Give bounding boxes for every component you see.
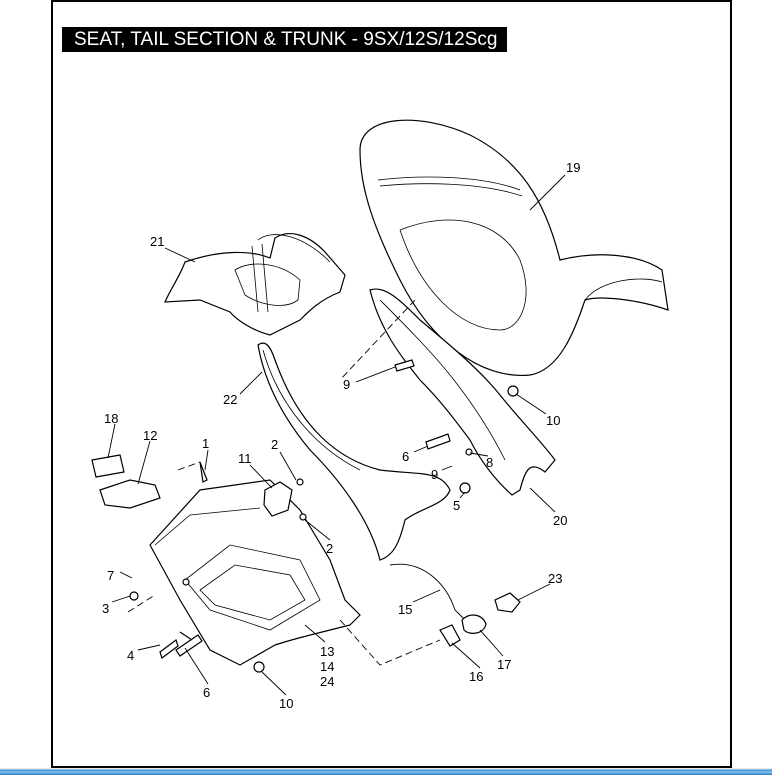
callout-9: 9: [343, 377, 350, 392]
callout-9b: 9: [431, 467, 438, 482]
callout-10: 10: [546, 413, 560, 428]
callout-14: 14: [320, 659, 334, 674]
side-rail-drawing[interactable]: [257, 342, 451, 561]
window-bottom-bar: [0, 768, 772, 775]
seat-bracket-drawing[interactable]: [369, 288, 556, 496]
tail-section-drawing[interactable]: [164, 233, 346, 336]
callout-12: 12: [143, 428, 157, 443]
callout-4: 4: [127, 648, 134, 663]
callout-13: 13: [320, 644, 334, 659]
callout-2b: 2: [326, 541, 333, 556]
callout-23: 23: [548, 571, 562, 586]
callout-2: 2: [271, 437, 278, 452]
callout-22: 22: [223, 392, 237, 407]
callout-1: 1: [202, 436, 209, 451]
cable-lock-drawing[interactable]: [389, 563, 521, 647]
diagram-title: SEAT, TAIL SECTION & TRUNK - 9SX/12S/12S…: [62, 27, 508, 52]
callout-6: 6: [402, 449, 409, 464]
callout-17: 17: [497, 657, 511, 672]
callout-3: 3: [102, 601, 109, 616]
callout-labels: 19 21 22 9 10 6 9 8 5 20 18 12 1 11 2 2 …: [102, 160, 580, 711]
callout-8: 8: [486, 455, 493, 470]
seat-drawing[interactable]: [359, 119, 669, 376]
callout-10b: 10: [279, 696, 293, 711]
callout-18: 18: [104, 411, 118, 426]
callout-24: 24: [320, 674, 334, 689]
fasteners: [129, 359, 519, 673]
trunk-drawing[interactable]: [149, 479, 361, 666]
callout-19: 19: [566, 160, 580, 175]
assembly-lines: [127, 299, 441, 666]
leader-lines: [107, 174, 566, 696]
callout-16: 16: [469, 669, 483, 684]
callout-20: 20: [553, 513, 567, 528]
callout-11: 11: [238, 451, 252, 466]
latch-drawing[interactable]: [263, 481, 293, 517]
callout-7: 7: [107, 568, 114, 583]
callout-6b: 6: [203, 685, 210, 700]
callout-15: 15: [398, 602, 412, 617]
callout-21: 21: [150, 234, 164, 249]
hinge-drawing[interactable]: [91, 454, 161, 509]
callout-5: 5: [453, 498, 460, 513]
